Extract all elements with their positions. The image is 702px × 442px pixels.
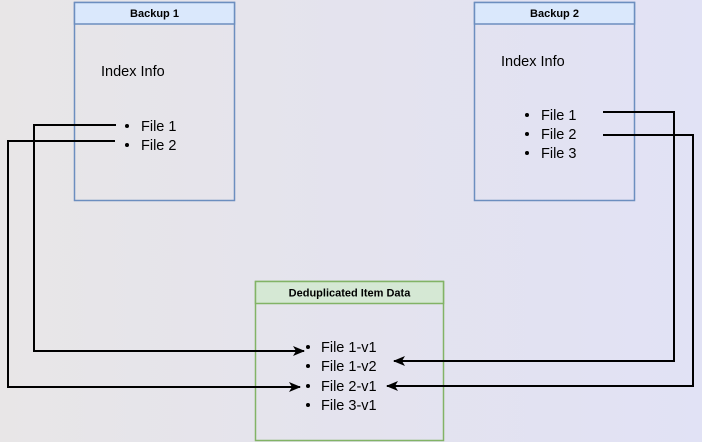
bullet-icon (306, 403, 310, 407)
backup-2-item: File 1 (541, 108, 576, 124)
dedup-title: Deduplicated Item Data (289, 288, 412, 300)
dedup-container[interactable]: Deduplicated Item Data File 1-v1 File 1-… (254, 280, 445, 442)
backup-2-title: Backup 2 (530, 8, 579, 20)
bullet-icon (525, 132, 529, 136)
backup-1-title: Backup 1 (130, 8, 179, 20)
backup-1-index-info: Index Info (101, 64, 165, 80)
backup-1-item: File 2 (141, 138, 176, 154)
edge-b1-file2-to-file2-v1[interactable] (7, 140, 301, 392)
bullet-icon (306, 345, 310, 349)
bullet-icon (525, 113, 529, 117)
bullet-icon (125, 143, 129, 147)
bullet-icon (125, 124, 129, 128)
edge-b1-file1-to-file1-v1[interactable] (33, 124, 305, 356)
backup-1-item: File 1 (141, 119, 176, 135)
dedup-item: File 3-v1 (321, 398, 377, 414)
dedup-item: File 1-v1 (321, 340, 377, 356)
bullet-icon (525, 151, 529, 155)
bullet-icon (306, 384, 310, 388)
edge-b2-file1-to-file1-v2[interactable] (393, 111, 675, 366)
edge-b2-file2-to-file2-v1[interactable] (386, 134, 694, 391)
backup-2-item: File 3 (541, 146, 576, 162)
dedup-item: File 1-v2 (321, 359, 377, 375)
backup-2-index-info: Index Info (501, 54, 565, 70)
backup-2-item: File 2 (541, 127, 576, 143)
bullet-icon (306, 364, 310, 368)
backup-1-container[interactable]: Backup 1 Index Info File 1 File 2 (73, 1, 236, 202)
backup-2-container[interactable]: Backup 2 Index Info File 1 File 2 File 3 (473, 1, 636, 202)
dedup-item: File 2-v1 (321, 379, 377, 395)
